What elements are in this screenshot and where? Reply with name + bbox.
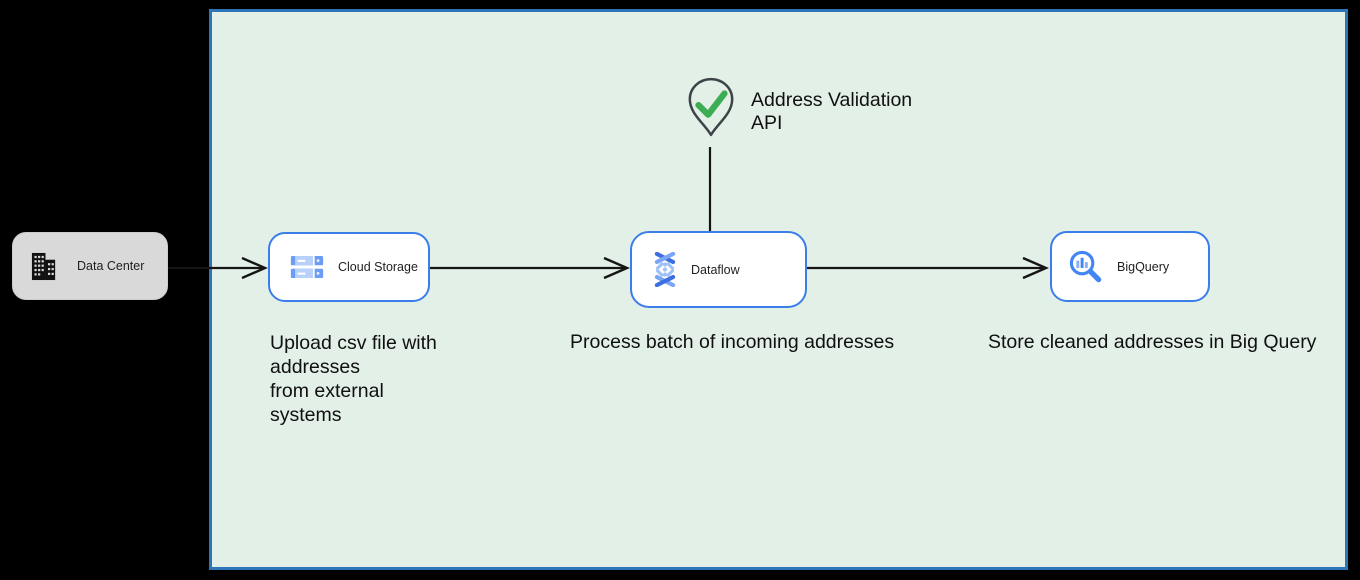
- caption-upload-csv: Upload csv file with addresses from exte…: [270, 332, 437, 426]
- node-label: Dataflow: [691, 262, 740, 277]
- caption-process-batch: Process batch of incoming addresses: [570, 331, 895, 353]
- node-cloud-storage[interactable]: Cloud Storage: [268, 232, 430, 302]
- node-label: BigQuery: [1117, 259, 1170, 274]
- bigquery-magnifier-icon: [1068, 249, 1103, 284]
- node-label: Data Center: [77, 259, 145, 273]
- annotation-address-validation-api: Address Validation API: [751, 89, 913, 134]
- dataflow-helix-icon: [650, 252, 680, 287]
- caption-store-cleaned: Store cleaned addresses in Big Query: [988, 331, 1317, 353]
- building-icon: [29, 252, 60, 281]
- node-label: Cloud Storage: [338, 260, 418, 274]
- cloud-storage-bars-icon: [290, 253, 324, 281]
- node-dataflow[interactable]: Dataflow: [630, 231, 807, 308]
- map-pin-check-icon[interactable]: [685, 77, 737, 137]
- node-data-center[interactable]: Data Center: [12, 232, 168, 300]
- node-bigquery[interactable]: BigQuery: [1050, 231, 1210, 302]
